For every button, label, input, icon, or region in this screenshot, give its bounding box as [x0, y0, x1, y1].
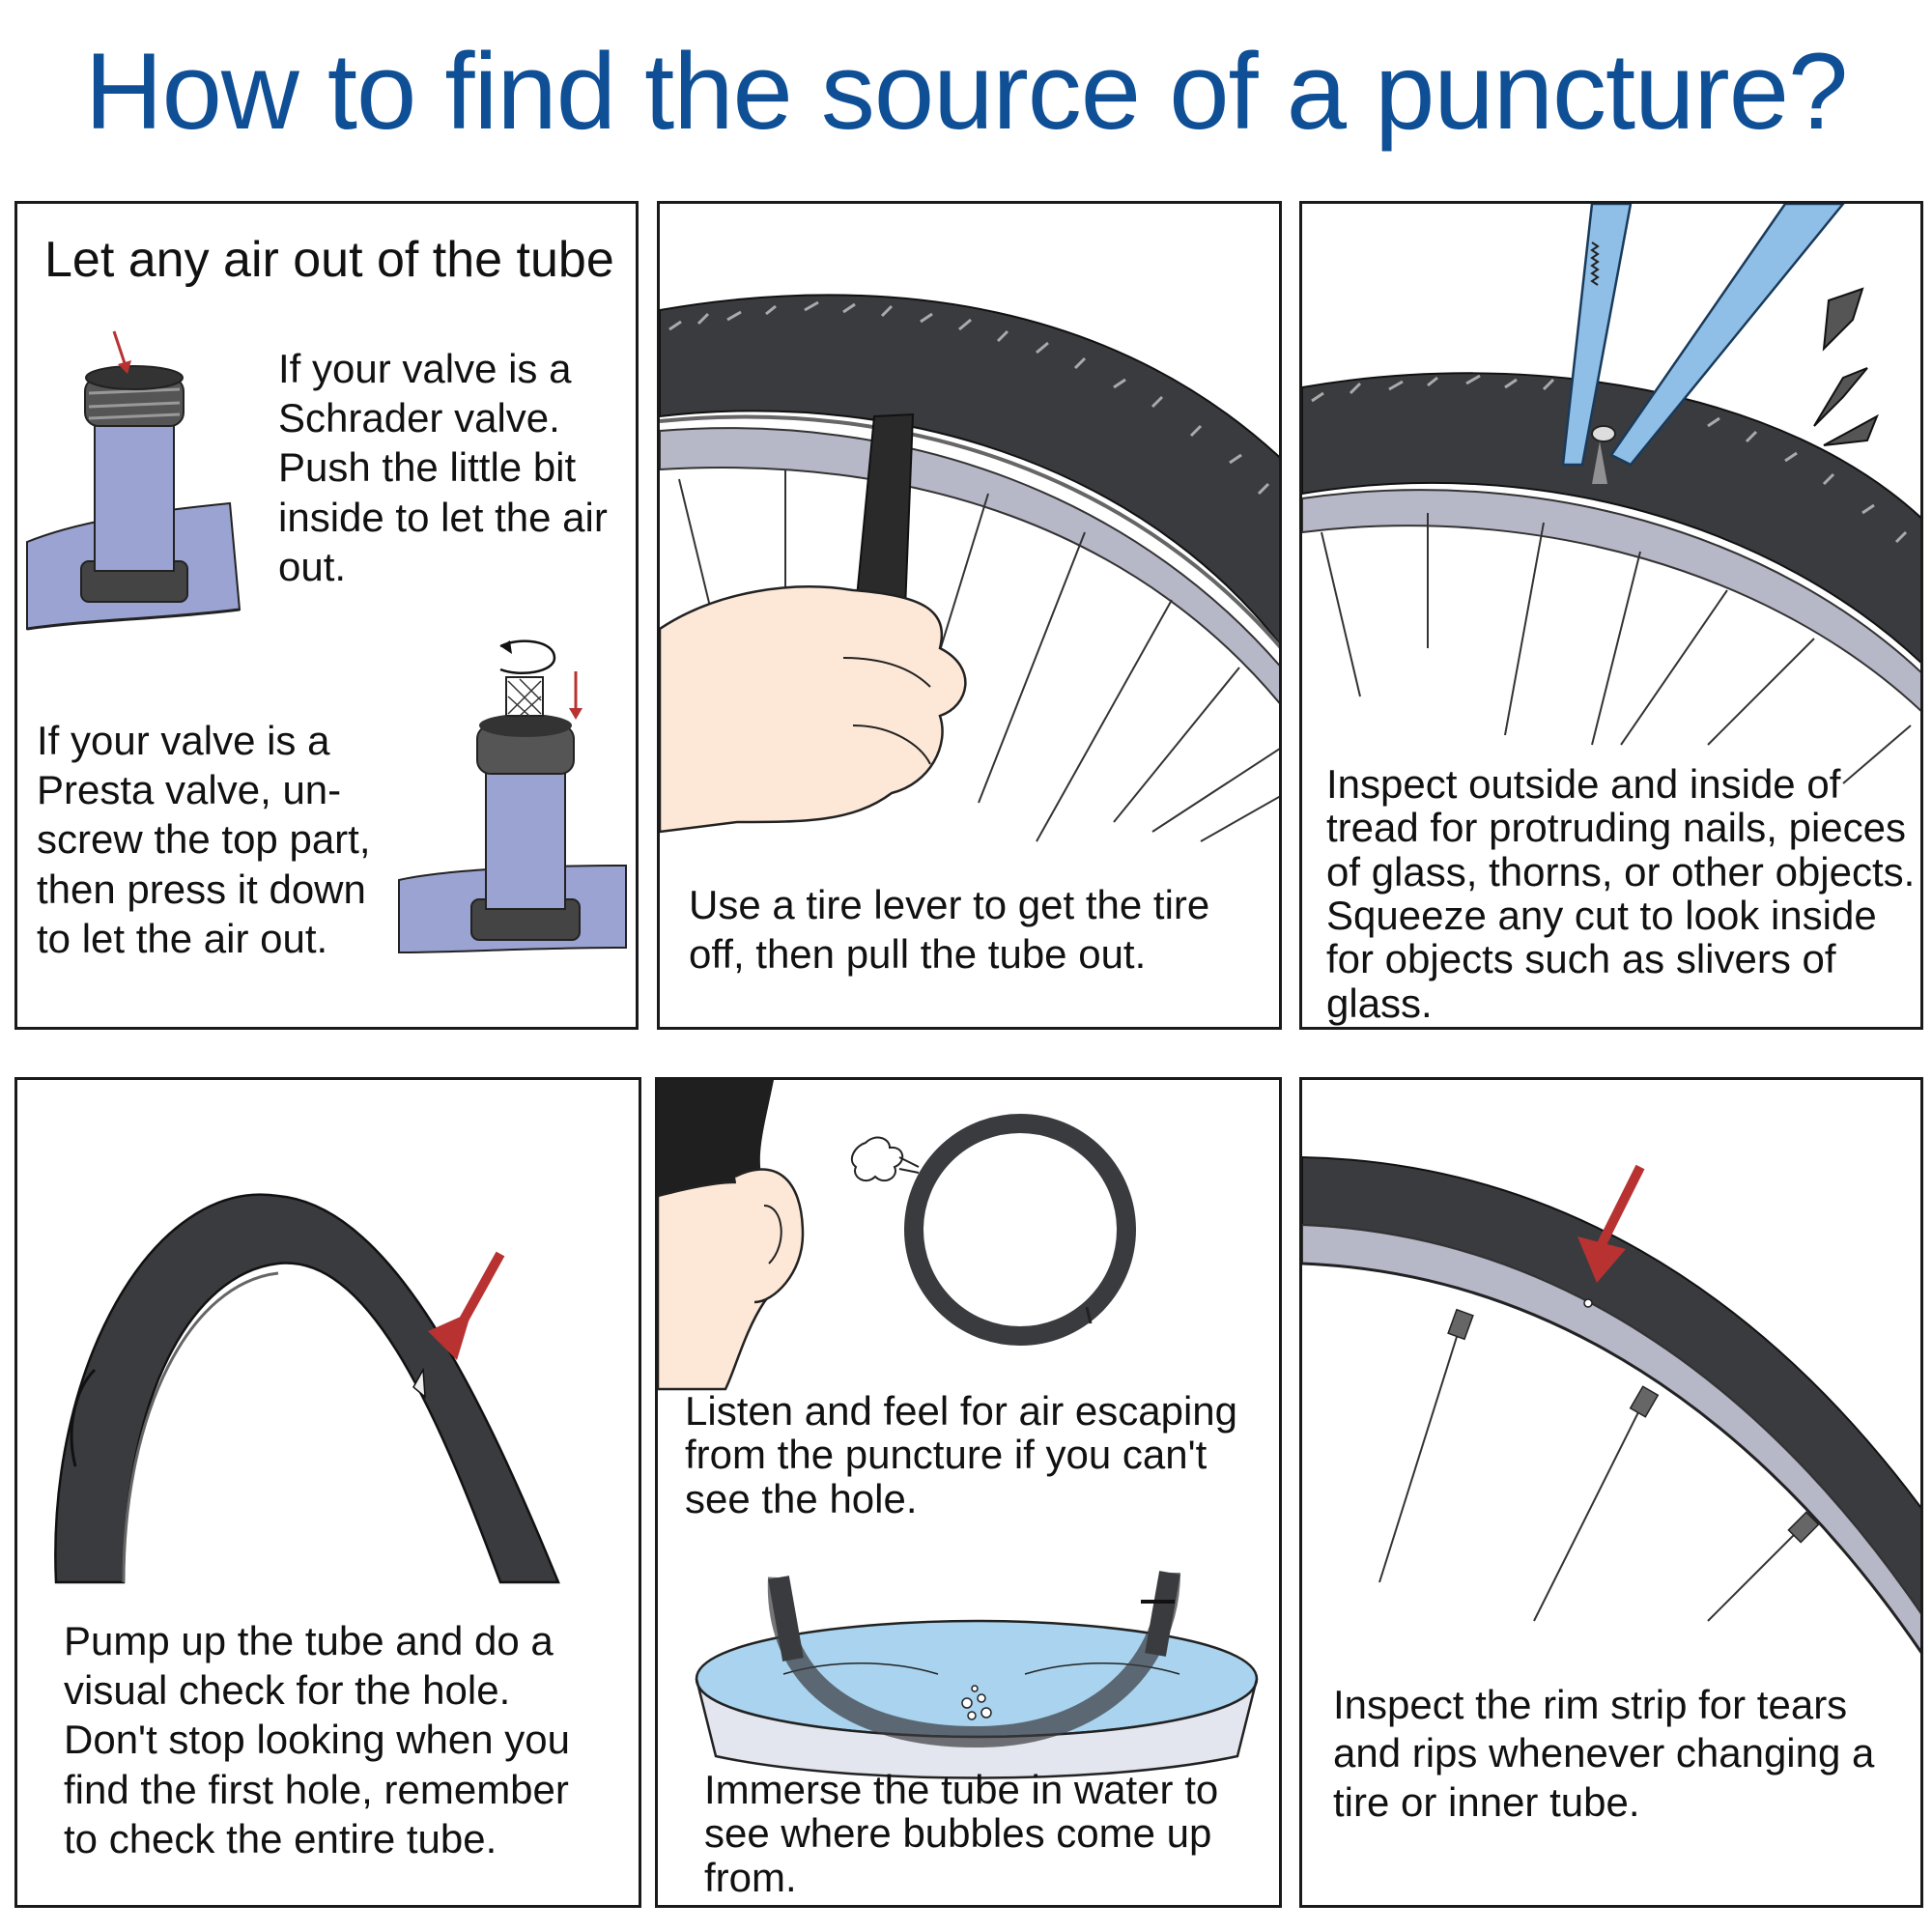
presta-instructions: If your valve is a Presta valve, un-scre…: [37, 718, 371, 961]
arrow-down-icon: [428, 1251, 505, 1360]
valve-illustrations: [26, 330, 627, 954]
tread-inspection-instructions: Inspect outside and inside of tread for …: [1326, 761, 1916, 1026]
tweezers-icon: [1561, 204, 1845, 467]
nail-icon: [1591, 425, 1616, 484]
panel-rim-strip: Inspect the rim strip for tears and rips…: [1299, 1077, 1923, 1908]
page-title: How to find the source of a puncture?: [84, 31, 1849, 152]
hand-icon: [660, 585, 967, 834]
rotate-icon: [499, 639, 556, 675]
arrow-down-icon: [1577, 1164, 1645, 1283]
ear-icon: [658, 1080, 805, 1391]
tire-lever-illustration: [660, 294, 1279, 996]
submerged-tube-icon: [767, 1571, 1180, 1748]
glass-shard-icon: [1813, 287, 1879, 446]
panel-remove-tire: Use a tire lever to get the tire off, th…: [657, 201, 1282, 1030]
listen-immerse-illustration: [658, 1080, 1259, 1779]
listen-instructions: Listen and feel for air escaping from th…: [685, 1388, 1238, 1521]
tire-removal-instructions: Use a tire lever to get the tire off, th…: [689, 882, 1210, 978]
visual-check-instructions: Pump up the tube and do a visual check f…: [64, 1618, 571, 1861]
tweezers-illustration: [1302, 204, 1920, 784]
immerse-instructions: Immerse the tube in water to see where b…: [704, 1767, 1219, 1900]
panel-visual-check: Pump up the tube and do a visual check f…: [14, 1077, 641, 1908]
schrader-instructions: If your valve is a Schrader valve. Push …: [278, 346, 608, 589]
arrow-down-icon: [112, 330, 131, 374]
presta-valve-icon: [398, 676, 627, 954]
schrader-valve-icon: [26, 365, 242, 631]
air-puff-icon: [850, 1136, 920, 1182]
tread-pattern: [668, 300, 1270, 496]
rim-hole: [1583, 1298, 1593, 1308]
inflated-tube-illustration: [54, 1193, 560, 1584]
inner-tube-icon: [904, 1114, 1136, 1346]
panel-heading: Let any air out of the tube: [44, 232, 614, 288]
tread-pattern: [1311, 374, 1908, 544]
spokes: [1378, 1321, 1805, 1622]
bubbles-icon: [961, 1685, 992, 1720]
spoke-nipples: [1447, 1308, 1820, 1544]
rim-strip-instructions: Inspect the rim strip for tears and rips…: [1333, 1682, 1875, 1825]
spokes: [1321, 513, 1912, 784]
panel-release-air: Let any air out of the tube: [14, 201, 639, 1030]
panel-listen-immerse: Listen and feel for air escaping from th…: [655, 1077, 1282, 1908]
arrow-down-icon: [569, 671, 582, 720]
panel-inspect-tread: Inspect outside and inside of tread for …: [1299, 201, 1923, 1030]
rim-strip-illustration: [1302, 1155, 1920, 1654]
